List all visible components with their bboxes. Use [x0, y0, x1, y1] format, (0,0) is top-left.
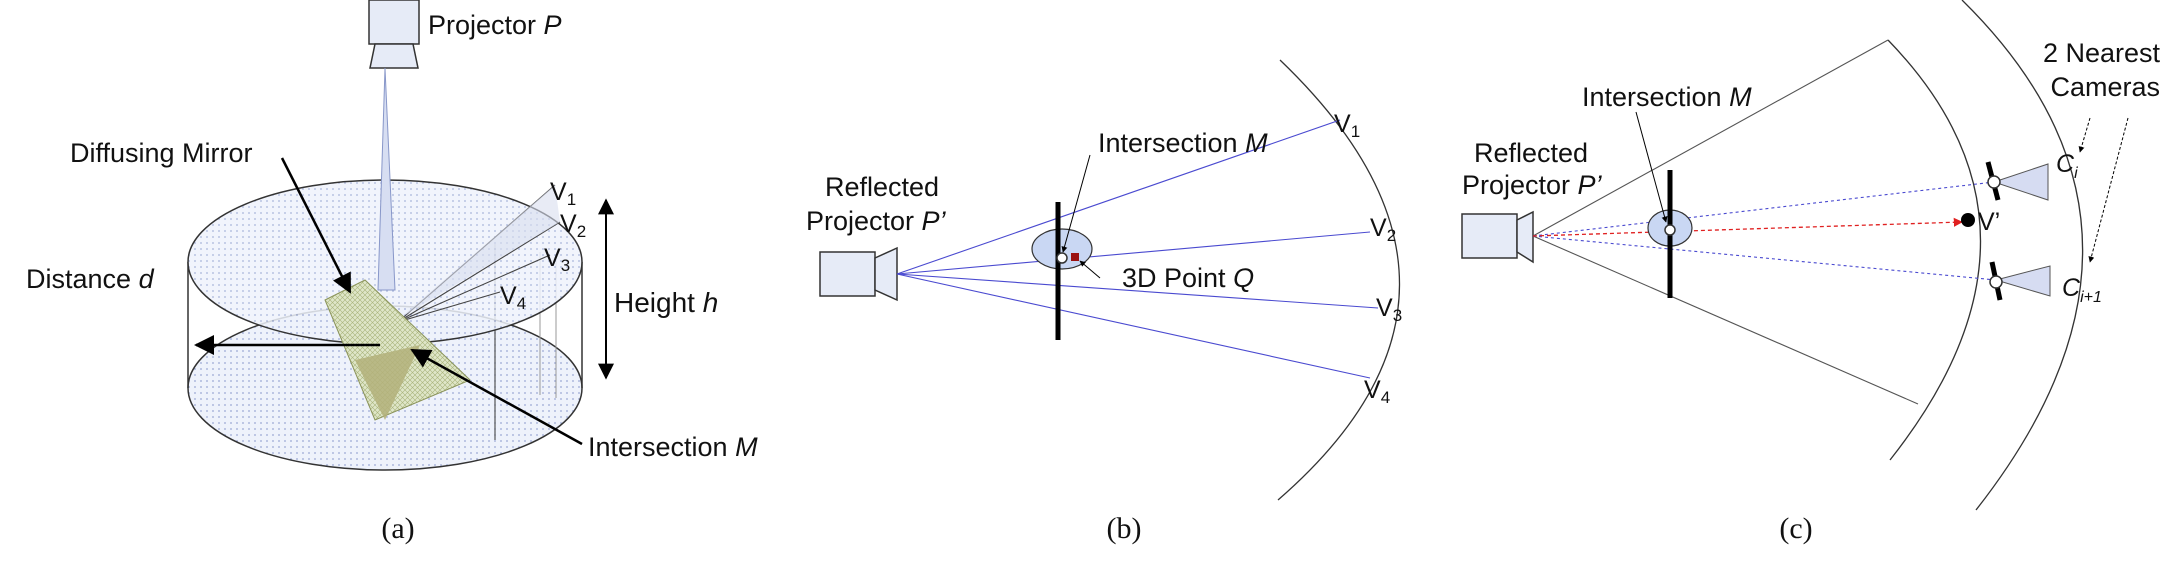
caption-c: (c) — [1779, 512, 1812, 545]
mirror-label: Diffusing Mirror — [70, 138, 253, 168]
reflected-label: Reflected — [825, 172, 939, 202]
ray-to-ci1 — [1532, 235, 1997, 281]
distance-label: Distance d — [26, 264, 155, 294]
height-label: Height h — [614, 287, 718, 318]
intersection-point — [1056, 252, 1068, 264]
projector-label: Projector P’ — [806, 206, 947, 236]
panel-c: Intersection M Reflected Projector P’ 2 … — [1461, 0, 2161, 545]
intersection-leader — [1061, 154, 1091, 253]
vertex-label-v2: V2 — [560, 210, 586, 241]
ray-to-ci — [1532, 181, 1995, 237]
nearest-cameras-line2: Cameras — [2050, 72, 2160, 102]
mirror-shadow — [355, 345, 420, 420]
point-label: 3D Point Q — [1122, 263, 1254, 293]
intersection-leader — [1635, 111, 1668, 223]
intersection-point — [1664, 224, 1676, 236]
projector-beam — [377, 67, 396, 291]
vertex-label-v1: V1 — [550, 178, 576, 209]
point-q-leader — [1079, 260, 1101, 279]
reflected-label: Reflected — [1474, 138, 1588, 168]
panel-a: Projector P Diffusing — [26, 0, 758, 545]
diffusing-mirror — [324, 279, 471, 421]
vertex-label-v2: V2 — [1370, 214, 1396, 245]
caption-a: (a) — [381, 512, 414, 545]
nearest-leader-ci1 — [2088, 117, 2129, 263]
projector-rays — [896, 119, 1379, 379]
reflected-projector-icon — [1461, 210, 1534, 264]
caption-b: (b) — [1107, 512, 1142, 545]
vertex-label-v4: V4 — [1364, 376, 1390, 407]
reflected-projector-icon — [819, 246, 898, 302]
v-prime-point — [1961, 213, 1975, 227]
intersection-arrow — [410, 348, 583, 446]
intersection-label: Intersection M — [1582, 82, 1752, 112]
camera-ci1-label: Ci+1 — [2062, 274, 2102, 306]
inner-arc — [1887, 39, 1982, 461]
camera-ci-label: Ci — [2056, 150, 2078, 182]
nearest-leader-ci — [2078, 117, 2091, 153]
projector-label: Projector P — [428, 10, 562, 40]
panel-b: Reflected Projector P’ Intersection M 3D… — [806, 59, 1402, 545]
vertex-label-v4: V4 — [500, 282, 526, 313]
projector-icon — [368, 0, 420, 69]
nearest-cameras-line1: 2 Nearest — [2043, 38, 2161, 68]
ray-to-v-prime — [1532, 217, 1963, 237]
frustum-top — [1532, 39, 1889, 237]
ray-fan — [400, 185, 560, 318]
intersection-label: Intersection M — [588, 432, 758, 462]
display-arc — [1277, 59, 1400, 501]
vertex-label-v1: V1 — [1334, 110, 1360, 141]
v-prime-label: V’ — [1978, 208, 2000, 236]
vertex-label-v3: V3 — [544, 244, 570, 275]
point-q-marker — [1071, 253, 1079, 261]
frustum-bottom — [1532, 235, 1919, 405]
camera-ci-icon — [1985, 161, 2049, 201]
outer-arc — [1961, 0, 2084, 511]
intersection-label: Intersection M — [1098, 128, 1268, 158]
camera-ci1-icon — [1989, 261, 2051, 301]
projector-label: Projector P’ — [1462, 170, 1603, 200]
vertex-label-v3: V3 — [1376, 294, 1402, 325]
mirror-arrow — [280, 157, 352, 294]
